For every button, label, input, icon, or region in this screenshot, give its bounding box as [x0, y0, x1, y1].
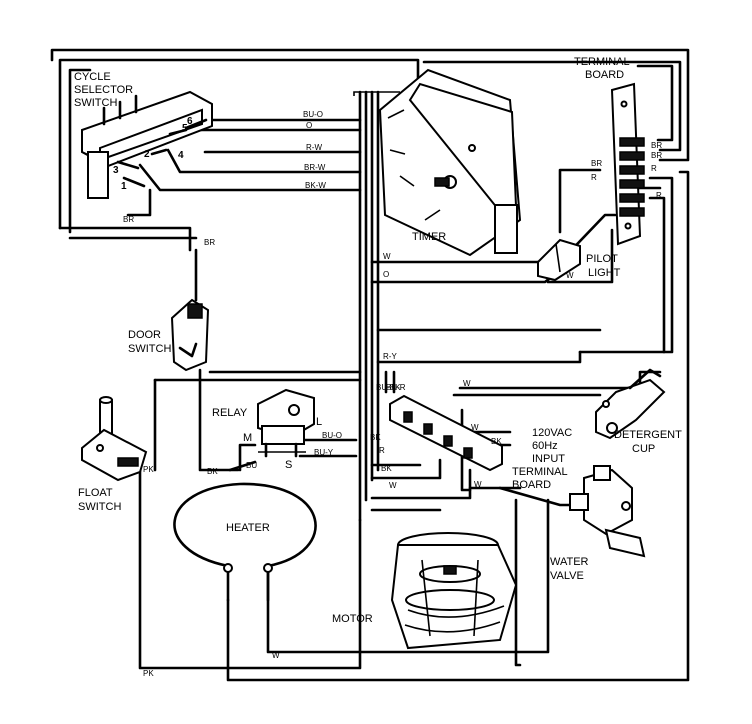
wire-label: W [389, 481, 397, 490]
wire-label: BU [246, 461, 257, 470]
switch-terminal-number: 4 [178, 150, 184, 161]
timer [378, 68, 522, 257]
wire-label: PK [143, 669, 154, 678]
cycle-selector-switch-label: CYCLE [74, 71, 111, 83]
wire-label: BU-BK [376, 383, 401, 392]
wire-label: R-Y [383, 352, 397, 361]
relay-label: RELAY [212, 407, 248, 419]
wire-label: BK [207, 467, 218, 476]
wire-label: BU-O [322, 431, 342, 440]
door-switch [170, 298, 210, 372]
wire-label: BU-Y [314, 448, 334, 457]
cycle-selector-switch-label: SWITCH [74, 97, 117, 109]
wiring-harness [50, 48, 690, 682]
wire-label: W [471, 423, 479, 432]
wire-label: BK [370, 433, 381, 442]
float-switch [81, 396, 148, 482]
relay-terminal-m: M [243, 432, 252, 444]
wire-label: W [383, 252, 391, 261]
wire-label: R [656, 191, 662, 200]
wire-label: W [474, 480, 482, 489]
cycle-selector-switch [81, 90, 213, 199]
terminal-board-label: TERMINAL [574, 56, 630, 68]
wire-label: R [379, 446, 385, 455]
motor [390, 532, 518, 650]
water-valve-label: WATER [550, 556, 589, 568]
wire-label: BU-O [303, 110, 323, 119]
heater-label: HEATER [226, 522, 270, 534]
wire-label: W [272, 651, 280, 660]
relay [257, 388, 315, 458]
wire-label: BR [123, 215, 134, 224]
wire-color-labels: BU-O O R-W BR-W BK-W BR BR BR BR BR R R … [123, 110, 662, 678]
wire-label: BR [651, 151, 662, 160]
input-terminal-board [389, 394, 503, 472]
wire-label: BK [381, 464, 392, 473]
switch-terminal-number: 5 [182, 123, 188, 134]
wire-label: BK-W [305, 181, 326, 190]
door-switch-label: DOOR [128, 329, 161, 341]
input-terminal-board-label: 60Hz [532, 440, 558, 452]
wire-label: BR-W [304, 163, 326, 172]
terminal-board-label: BOARD [585, 69, 624, 81]
motor-label: MOTOR [332, 613, 373, 625]
detergent-cup-label: CUP [632, 443, 655, 455]
water-valve [569, 465, 646, 558]
component-labels: CYCLE SELECTOR SWITCH TERMINAL BOARD TIM… [74, 56, 682, 625]
pilot-light-label: LIGHT [588, 267, 621, 279]
heater [173, 482, 317, 573]
wire-label: R-W [306, 143, 322, 152]
wire-label: W [463, 379, 471, 388]
wire-label: BU-R [386, 383, 406, 392]
water-valve-label: VALVE [550, 570, 584, 582]
input-terminal-board-label: 120VAC [532, 427, 572, 439]
wire-label: BK [491, 437, 502, 446]
wire-label: O [306, 121, 312, 130]
wire-label: R [591, 173, 597, 182]
relay-terminal-s: S [285, 459, 292, 471]
wire-label: O [383, 270, 389, 279]
terminal-board [610, 82, 645, 246]
float-switch-label: FLOAT [78, 487, 113, 499]
float-switch-label: SWITCH [78, 501, 121, 513]
switch-terminal-number: 6 [187, 116, 193, 127]
wire-label: BR [204, 238, 215, 247]
cycle-selector-switch-label: SELECTOR [74, 84, 133, 96]
wire-label: BR [591, 159, 602, 168]
detergent-cup [595, 368, 666, 440]
wire-label: W [566, 271, 574, 280]
pilot-light-label: PILOT [586, 253, 618, 265]
input-terminal-board-label: TERMINAL [512, 466, 568, 478]
relay-terminal-l: L [316, 416, 322, 428]
switch-terminal-number: 1 [121, 181, 127, 192]
wire-label: BR [651, 141, 662, 150]
pilot-light [537, 238, 581, 282]
switch-terminal-number: 3 [113, 165, 119, 176]
wire-label: R [651, 164, 657, 173]
terminal-numbers: 3 2 1 4 5 6 M L S [113, 116, 322, 471]
input-terminal-board-label: BOARD [512, 479, 551, 491]
wire-label: PK [143, 465, 154, 474]
door-switch-label: SWITCH [128, 343, 171, 355]
timer-label: TIMER [412, 231, 446, 243]
input-terminal-board-label: INPUT [532, 453, 565, 465]
switch-terminal-number: 2 [144, 149, 150, 160]
detergent-cup-label: DETERGENT [614, 429, 682, 441]
